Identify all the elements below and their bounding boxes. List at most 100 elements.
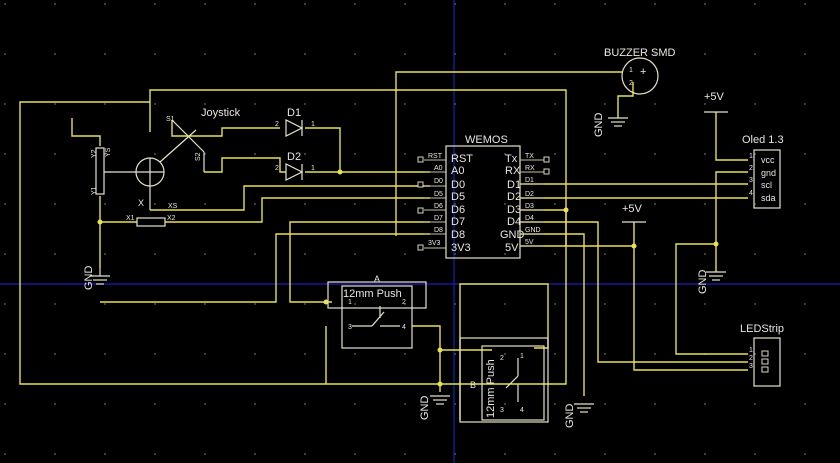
oled-pin-number: 4 xyxy=(749,190,753,197)
wemos-pin-label: D2 xyxy=(507,191,521,203)
diode-pin-label: 2 xyxy=(275,165,279,172)
ledstrip-title: LEDStrip xyxy=(740,323,784,335)
joystick-pin-label: Y1 xyxy=(91,186,98,195)
buzzer-pin-label: 2 xyxy=(629,80,633,87)
oled-pin-label: scl xyxy=(761,180,772,190)
wemos-pin-label: RST xyxy=(451,153,473,165)
switch-b-pin: 3 xyxy=(500,407,504,414)
oled-pin-label: gnd xyxy=(761,168,776,178)
wemos-pin-label: A0 xyxy=(451,165,464,177)
switch-a-pin: 1 xyxy=(348,299,352,306)
wemos-pin-label: Tx xyxy=(505,153,518,165)
switch-a-label: 12mm Push xyxy=(343,288,402,300)
vcc-label: +5V xyxy=(622,203,643,215)
joystick-pin-label: Y2 xyxy=(91,149,98,158)
wemos-title: WEMOS xyxy=(465,134,508,146)
wemos-net-label: D7 xyxy=(434,215,443,222)
switch-a-pin: 4 xyxy=(402,324,406,331)
switch-b-ref: B xyxy=(470,380,476,390)
oled-display[interactable]: Oled 1.3 vcc gnd scl sda 1 2 3 4 xyxy=(742,134,784,209)
joystick-x-label: X xyxy=(138,198,144,208)
gnd-symbol-oled: GND xyxy=(697,270,726,295)
vcc-symbol-oled: +5V xyxy=(704,91,728,113)
wemos-net-label: D2 xyxy=(525,191,534,198)
joystick-pin-label: X2 xyxy=(167,215,176,222)
push-button-a[interactable]: A 12mm Push 1 2 3 4 xyxy=(327,274,427,349)
diode-d2-label: D2 xyxy=(287,151,301,163)
ledstrip-pin-number: 1 xyxy=(749,347,753,354)
oled-pin-label: sda xyxy=(761,193,776,203)
wemos-net-label: 5V xyxy=(525,239,534,246)
gnd-label: GND xyxy=(697,270,709,295)
diode-d1[interactable]: D1 2 1 xyxy=(275,107,315,137)
wemos-net-label: D8 xyxy=(434,227,443,234)
switch-b-label: 12mm Push xyxy=(485,359,497,418)
buzzer-plus-label: + xyxy=(640,66,646,78)
wemos-net-label: D5 xyxy=(434,191,443,198)
gnd-label: GND xyxy=(564,404,576,429)
ledstrip-connector[interactable]: LEDStrip 1 2 3 xyxy=(740,323,784,387)
wemos-pin-label: GND xyxy=(500,229,525,241)
wemos-net-label: GND xyxy=(525,227,541,234)
joystick-pin-label: XS xyxy=(168,203,178,210)
wires xyxy=(19,71,748,420)
wemos-pin-label: D7 xyxy=(451,216,465,228)
joystick-title: Joystick xyxy=(201,107,241,119)
ledstrip-pin-number: 3 xyxy=(749,363,753,370)
gnd-label: GND xyxy=(83,266,95,291)
switch-a-pin: 2 xyxy=(402,299,406,306)
joystick-pin-label: YS xyxy=(105,147,112,157)
diode-d2[interactable]: D2 2 1 xyxy=(275,151,315,181)
gnd-label: GND xyxy=(593,113,605,138)
wemos-pin-label: D5 xyxy=(451,191,465,203)
oled-pin-number: 2 xyxy=(749,165,753,172)
vcc-label: +5V xyxy=(704,91,725,103)
wemos-net-label: 3V3 xyxy=(428,240,441,247)
wemos-net-label: D4 xyxy=(525,215,534,222)
buzzer-title: BUZZER SMD xyxy=(604,47,676,59)
switch-b-pin: 1 xyxy=(520,353,524,360)
wemos-module[interactable]: WEMOS RST A0 D0 D5 D6 D7 D8 3V3 Tx RX D1… xyxy=(417,134,550,259)
joystick-pin-label: S2 xyxy=(195,152,202,161)
wemos-pin-label: D3 xyxy=(507,204,521,216)
wemos-net-label: D3 xyxy=(525,203,534,210)
diode-pin-label: 2 xyxy=(275,121,279,128)
wemos-pin-label: D8 xyxy=(451,229,465,241)
junctions xyxy=(97,169,719,387)
vcc-symbol-center: +5V xyxy=(622,203,646,223)
buzzer-smd[interactable]: BUZZER SMD + 1 2 xyxy=(604,47,676,95)
wemos-pin-label: 3V3 xyxy=(451,242,471,254)
oled-title: Oled 1.3 xyxy=(742,134,784,146)
buzzer-pin-label: 1 xyxy=(629,67,633,74)
oled-pin-number: 1 xyxy=(749,153,753,160)
switch-b-pin: 2 xyxy=(500,355,504,362)
wemos-net-label: A0 xyxy=(434,165,443,172)
gnd-label: GND xyxy=(419,396,431,421)
wemos-pin-label: D6 xyxy=(451,204,465,216)
switch-a-ref: A xyxy=(374,274,380,284)
switch-a-pin: 3 xyxy=(348,324,352,331)
switch-b-pin: 4 xyxy=(520,407,524,414)
wemos-net-label: D6 xyxy=(434,203,443,210)
joystick-symbol[interactable]: Joystick S1 S2 Y2 YS Y1 X XS X1 X2 xyxy=(91,107,241,227)
wemos-pin-label: 5V xyxy=(505,242,519,254)
diode-d1-label: D1 xyxy=(287,107,301,119)
wemos-net-label: D0 xyxy=(434,178,443,185)
wemos-pin-label: D1 xyxy=(507,179,521,191)
wemos-net-label: D1 xyxy=(525,177,534,184)
wemos-net-label: TX xyxy=(525,153,534,160)
ledstrip-pin-number: 2 xyxy=(749,355,753,362)
wemos-net-label: RX xyxy=(525,165,535,172)
push-button-b[interactable]: B 12mm Push 2 1 3 4 xyxy=(459,337,549,423)
diode-pin-label: 1 xyxy=(311,165,315,172)
wemos-pin-label: RX xyxy=(505,165,521,177)
gnd-symbol-joystick: GND xyxy=(83,266,110,291)
wemos-pin-label: D4 xyxy=(507,216,521,228)
wemos-net-label: RST xyxy=(428,153,443,160)
oled-pin-label: vcc xyxy=(761,155,775,165)
gnd-symbol-wemos: GND xyxy=(564,403,594,429)
gnd-symbol-switch-a: GND xyxy=(419,395,450,421)
wemos-pin-label: D0 xyxy=(451,179,465,191)
